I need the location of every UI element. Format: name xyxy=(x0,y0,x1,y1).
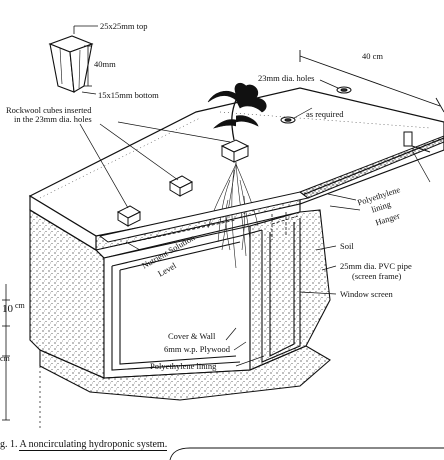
label-window-screen: Window screen xyxy=(340,289,393,299)
label-holes: 23mm dia. holes xyxy=(258,73,315,83)
label-rockwool-2: in the 23mm dia. holes xyxy=(14,114,92,124)
label-pvc-1: 25mm dia. PVC pipe xyxy=(340,261,412,271)
nutrient-level-lines xyxy=(113,212,299,247)
label-cube-bottom: 15x15mm bottom xyxy=(98,90,159,100)
cover-holes xyxy=(280,79,352,124)
label-cube-top: 25x25mm top xyxy=(100,21,148,31)
inner-box-walls xyxy=(111,218,301,371)
label-cover-2: 6mm w.p. Plywood xyxy=(164,344,231,354)
depth-dimension xyxy=(2,284,10,421)
plant xyxy=(207,82,267,141)
label-soil: Soil xyxy=(340,241,354,251)
label-depth-10-unit: cm xyxy=(15,301,25,310)
caption-rule xyxy=(169,447,444,460)
cube-dimension-lines xyxy=(73,25,98,95)
figure-caption: g. 1. A noncirculating hydroponic system… xyxy=(0,439,168,451)
label-as-required: as required xyxy=(306,109,344,119)
label-width: 40 cm xyxy=(362,51,384,61)
label-rockwool-1: Rockwool cubes inserted xyxy=(6,105,92,115)
label-depth-cm: cm xyxy=(0,354,10,363)
label-poly-lining-bottom: Polyethylene lining xyxy=(150,361,217,371)
label-depth-10: 10 xyxy=(2,303,13,315)
label-pvc-2: (screen frame) xyxy=(352,271,402,281)
pvc-frame xyxy=(98,131,444,243)
label-cube-height: 40mm xyxy=(94,59,116,69)
label-cover-1: Cover & Wall xyxy=(168,331,216,341)
rockwool-cube xyxy=(48,35,94,93)
caption-text: A noncirculating hydroponic system. xyxy=(19,439,168,451)
leader-lines xyxy=(79,121,431,367)
rockwool-cubes-on-cover xyxy=(116,139,250,227)
width-dimension xyxy=(299,50,444,113)
caption-prefix: g. 1. xyxy=(0,439,18,450)
